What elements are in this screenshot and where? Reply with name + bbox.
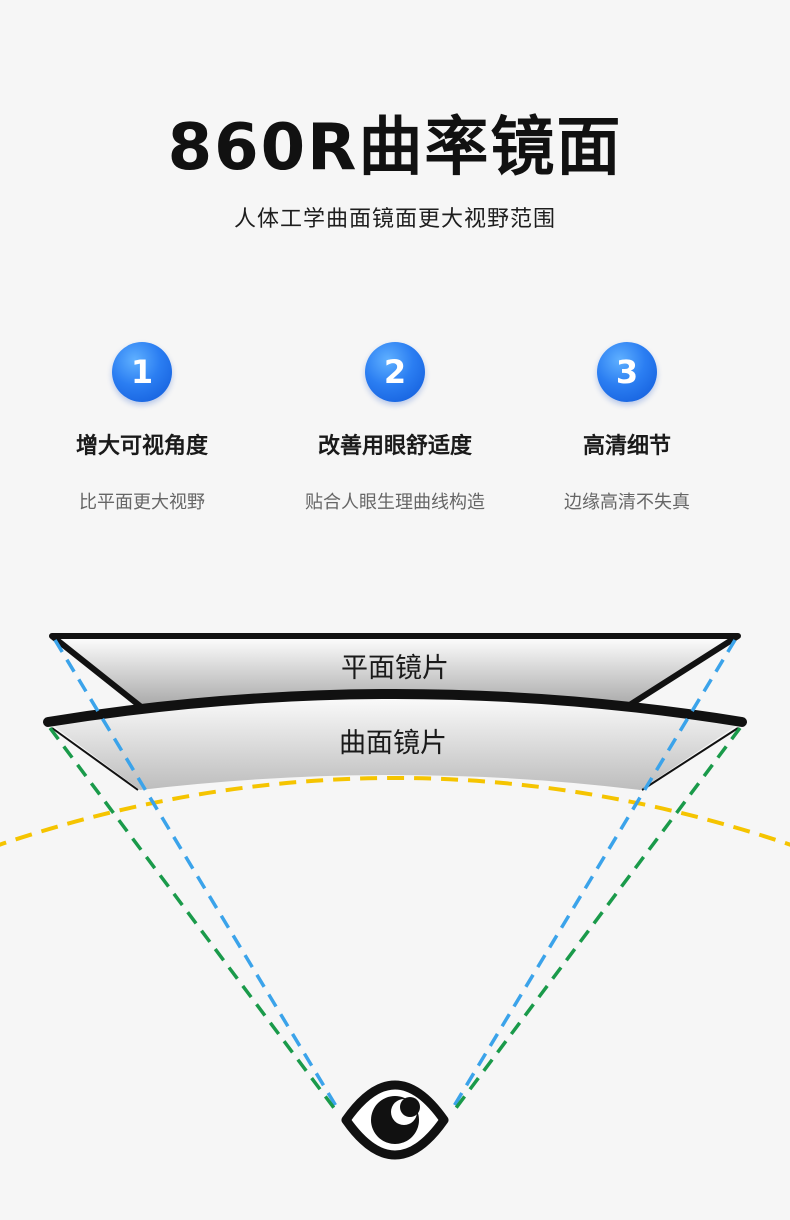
feature-3-title: 高清细节 xyxy=(582,434,671,459)
curved-lens-left-edge xyxy=(51,727,139,791)
feature-3-number-badge: 3 xyxy=(597,342,657,402)
flat-lens-frame xyxy=(49,633,741,709)
page-subtitle: 人体工学曲面镜面更大视野范围 xyxy=(233,207,556,232)
feature-3-desc: 边缘高清不失真 xyxy=(564,492,690,513)
feature-1-title: 增大可视角度 xyxy=(75,434,208,459)
curved-sightline-right xyxy=(454,726,742,1110)
flat-lens-label: 平面镜片 xyxy=(341,653,449,684)
curved-lens-label: 曲面镜片 xyxy=(339,728,447,759)
curved-sightline-left xyxy=(48,726,336,1110)
feature-2: 2 改善用眼舒适度 贴合人眼生理曲线构造 xyxy=(275,342,515,516)
page-title: 860R曲率镜面 xyxy=(167,111,623,185)
feature-3: 3 高清细节 边缘高清不失真 xyxy=(507,342,747,516)
feature-2-title: 改善用眼舒适度 xyxy=(317,434,472,459)
curved-lens-shape xyxy=(48,694,742,790)
feature-2-number-badge: 2 xyxy=(365,342,425,402)
feature-1-desc: 比平面更大视野 xyxy=(79,492,205,513)
eye-icon xyxy=(341,1080,449,1160)
feature-2-desc: 贴合人眼生理曲线构造 xyxy=(305,492,485,513)
feature-1: 1 增大可视角度 比平面更大视野 xyxy=(22,342,262,516)
curved-lens-frame xyxy=(43,689,747,727)
curvature-arc xyxy=(0,776,790,847)
curved-lens-right-edge xyxy=(641,727,739,791)
flat-lens-shape xyxy=(52,636,738,706)
feature-1-number-badge: 1 xyxy=(112,342,172,402)
